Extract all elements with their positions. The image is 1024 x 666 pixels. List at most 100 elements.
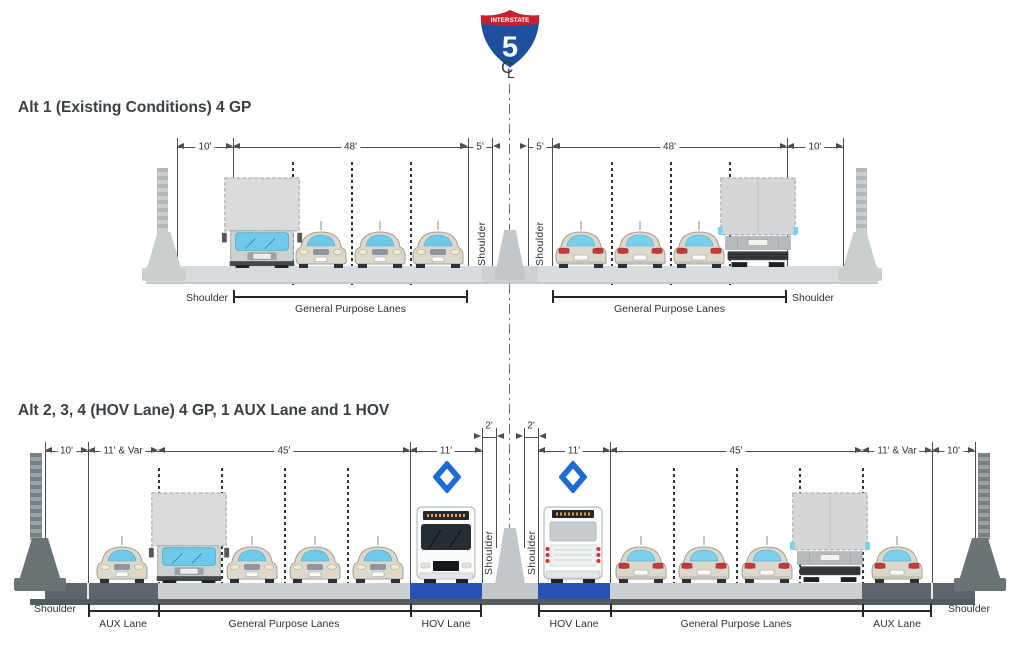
gp-lanes-label: General Purpose Lanes <box>680 618 792 630</box>
truck-rear-icon <box>717 176 799 268</box>
alt2-dim-left-shoulder: 10' <box>45 445 88 457</box>
roadside-pole <box>157 168 168 234</box>
car-rear-icon <box>739 535 795 583</box>
centerline-l: L <box>507 65 515 81</box>
alt2-median-edge-line <box>524 428 525 548</box>
surface-divider <box>87 583 89 599</box>
alt2-dim-right-hov: 11' <box>538 445 610 457</box>
car-front-icon <box>350 535 406 583</box>
shoulder-label-vertical: Shoulder <box>476 221 488 266</box>
car-front-icon <box>287 535 343 583</box>
lane-divider <box>284 468 286 606</box>
interstate-5-shield: INTERSTATE 5 <box>478 7 542 71</box>
alt1-dim-right-shoulder: 10' <box>787 141 843 153</box>
shoulder-label: Shoulder <box>792 292 835 304</box>
bus-rear-icon <box>542 505 604 583</box>
alt2-edge-line <box>975 442 976 542</box>
alt2-median-edge-line <box>538 428 539 583</box>
alt2-dim-right-gp: 45' <box>610 445 862 457</box>
shoulder-label-vertical: Shoulder <box>483 530 495 575</box>
alt1-lane-edge-line <box>468 138 469 268</box>
surface-divider <box>931 583 933 599</box>
alt2-gp-surface-right <box>610 583 862 599</box>
alt1-lane-edge-line <box>552 138 553 268</box>
alt2-lane-edge-line <box>88 442 89 583</box>
alt2-shoulder-aux-surface-right <box>862 583 975 599</box>
hov-lane-label: HOV Lane <box>421 618 471 630</box>
alt2-dim-left-hov: 11' <box>410 445 482 457</box>
hov-diamond-icon <box>559 461 587 493</box>
alt1-dim-left-shoulder: 10' <box>177 141 233 153</box>
alt2-dim-left-gp: 45' <box>158 445 410 457</box>
alt1-edge-line <box>177 138 178 268</box>
alt2-dim-right-aux: 11' & Var <box>862 445 932 457</box>
alt2-dim-left-median-shoulder: 2' <box>474 420 504 443</box>
lane-divider <box>410 162 412 288</box>
lane-divider <box>673 468 675 606</box>
alt2-median-edge-line <box>482 428 483 583</box>
roadside-barrier-base <box>142 268 186 281</box>
aux-lane-label: AUX Lane <box>873 618 921 630</box>
shield-number: 5 <box>502 32 518 64</box>
car-rear-icon <box>676 535 732 583</box>
gp-lanes-label: General Purpose Lanes <box>614 303 725 315</box>
roadside-barrier-base <box>14 578 66 591</box>
gp-bracket <box>552 290 787 303</box>
alt2-lane-edge-line <box>410 442 411 583</box>
roadside-pole <box>30 453 42 540</box>
gp-bracket <box>233 290 468 303</box>
alt2-dim-right-shoulder: 10' <box>932 445 975 457</box>
lane-divider <box>347 468 349 606</box>
alt2-hov-surface-right <box>538 583 610 599</box>
alt1-dim-right-median-shoulder: 5' <box>520 141 560 153</box>
alt2-shoulder-aux-surface-left <box>45 583 158 599</box>
alt1-edge-line <box>843 138 844 268</box>
roadside-barrier <box>842 232 878 272</box>
centerline-c: C <box>501 58 514 77</box>
car-front-icon <box>352 220 408 268</box>
shoulder-label-vertical: Shoulder <box>534 221 546 266</box>
median-barrier <box>494 230 526 280</box>
lane-divider <box>351 162 353 288</box>
alt2-lane-edge-line <box>932 442 933 583</box>
alt2-title: Alt 2, 3, 4 (HOV Lane) 4 GP, 1 AUX Lane … <box>18 402 390 419</box>
car-front-icon <box>94 535 150 583</box>
lane-bracket-left <box>88 604 482 617</box>
hov-diamond-icon <box>433 461 461 493</box>
truck-front-icon <box>148 491 230 583</box>
shoulder-label: Shoulder <box>33 603 77 615</box>
alt2-hov-surface-left <box>410 583 482 599</box>
roadside-barrier-base <box>954 578 1006 591</box>
alt1-median-edge-line <box>492 138 493 268</box>
alt2-median-edge-line <box>496 428 497 548</box>
alt1-title: Alt 1 (Existing Conditions) 4 GP <box>18 99 252 116</box>
truck-front-icon <box>221 176 303 268</box>
aux-lane-label: AUX Lane <box>99 618 147 630</box>
car-front-icon <box>293 220 349 268</box>
alt2-dim-right-median-shoulder: 2' <box>516 420 546 443</box>
truck-rear-icon <box>789 491 871 583</box>
alt2-gp-surface-left <box>158 583 410 599</box>
car-rear-icon <box>612 220 668 268</box>
alt1-median-edge-line <box>528 138 529 268</box>
roadside-barrier-base <box>838 268 882 281</box>
alt2-lane-edge-line <box>610 442 611 583</box>
shoulder-label-vertical: Shoulder <box>526 530 538 575</box>
alt1-dim-left-gp: 48' <box>233 141 468 153</box>
bus-front-icon <box>415 505 477 583</box>
lane-divider <box>611 162 613 288</box>
car-front-icon <box>410 220 466 268</box>
gp-lanes-label: General Purpose Lanes <box>295 303 406 315</box>
car-rear-icon <box>869 535 925 583</box>
alt2-roadbed <box>30 599 975 605</box>
alt1-dim-right-gp: 48' <box>552 141 787 153</box>
gp-lanes-label: General Purpose Lanes <box>228 618 340 630</box>
lane-divider <box>736 468 738 606</box>
alt1-dim-left-median-shoulder: 5' <box>460 141 500 153</box>
lane-bracket-right <box>538 604 932 617</box>
centerline <box>509 84 510 592</box>
hov-lane-label: HOV Lane <box>549 618 599 630</box>
alt2-edge-line <box>45 442 46 542</box>
shoulder-label: Shoulder <box>185 292 228 304</box>
